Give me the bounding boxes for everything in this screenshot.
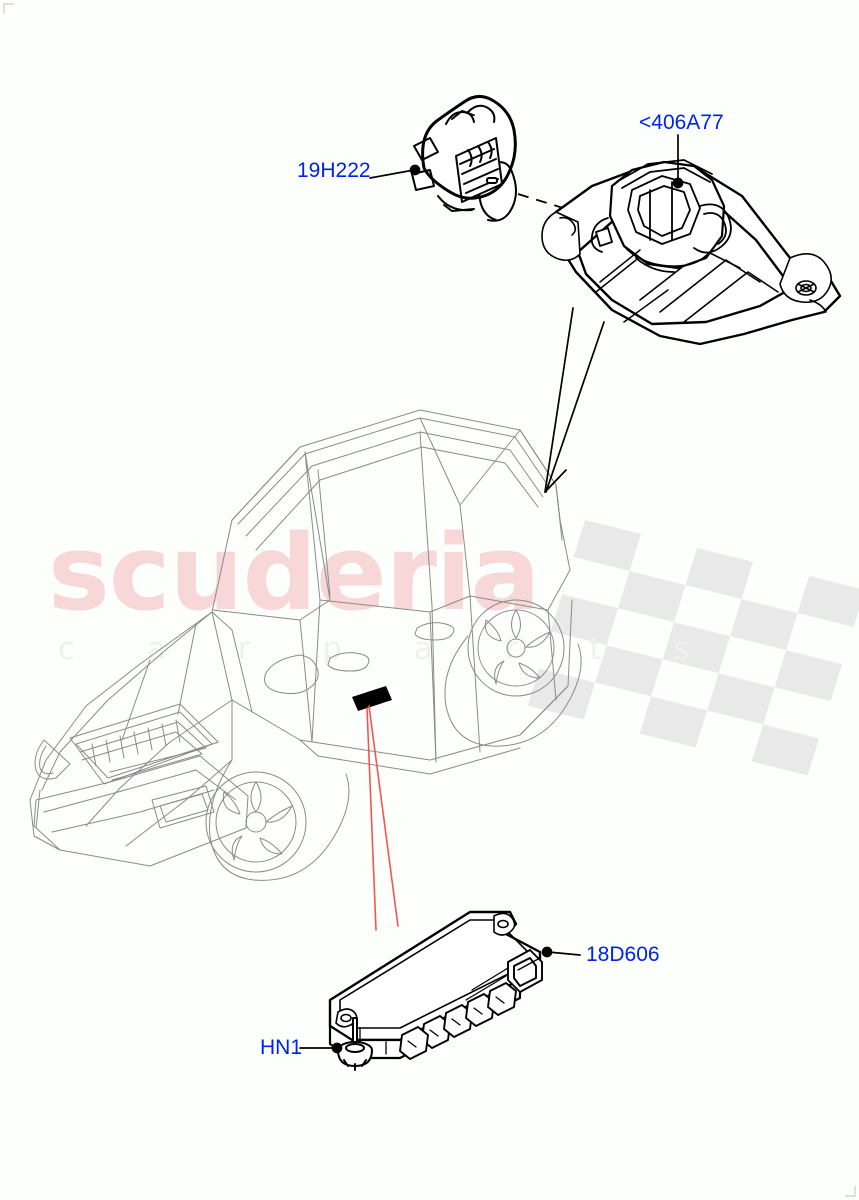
part-label-18d606[interactable]: 18D606 bbox=[586, 943, 660, 966]
part-label-hn1[interactable]: HN1 bbox=[260, 1036, 303, 1059]
part-label-19h222[interactable]: 19H222 bbox=[297, 159, 371, 182]
watermark-tagline-text: c a r p a r t s bbox=[58, 631, 721, 667]
watermark-brand-text: scuderia bbox=[48, 512, 541, 634]
part-label-406a77[interactable]: <406A77 bbox=[639, 111, 724, 134]
